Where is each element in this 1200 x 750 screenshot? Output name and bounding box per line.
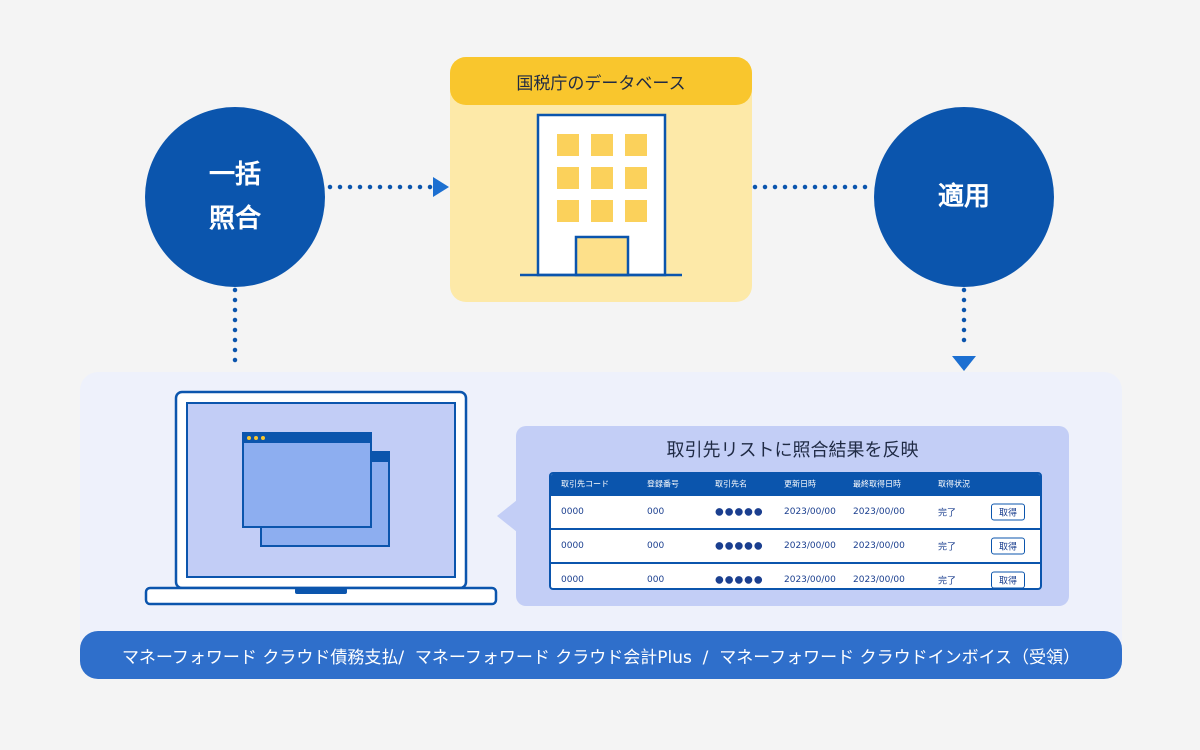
bulk-match-line1: 一括 xyxy=(208,160,261,190)
fetch-button[interactable]: 取得 xyxy=(991,571,1025,588)
col-header-updated: 更新日時 xyxy=(784,479,816,489)
table-row: 0000 000 ●●●●● 2023/00/00 2023/00/00 完了 … xyxy=(551,562,1040,588)
cell-reg: 000 xyxy=(647,575,665,585)
building-icon xyxy=(520,113,682,277)
cell-code: 0000 xyxy=(561,541,584,551)
col-header-status: 取得状況 xyxy=(938,479,970,489)
cell-name: ●●●●● xyxy=(715,506,764,518)
cell-name: ●●●●● xyxy=(715,574,764,586)
table-row: 0000 000 ●●●●● 2023/00/00 2023/00/00 完了 … xyxy=(551,494,1040,528)
database-title: 国税庁のデータベース xyxy=(450,57,752,105)
fetch-button[interactable]: 取得 xyxy=(991,537,1025,555)
col-header-name: 取引先名 xyxy=(715,479,747,489)
bulk-match-line2: 照合 xyxy=(208,204,261,234)
apply-label: 適用 xyxy=(937,182,990,212)
cell-name: ●●●●● xyxy=(715,540,764,552)
fetch-button[interactable]: 取得 xyxy=(991,503,1025,521)
partner-list-table: 取引先コード 登録番号 取引先名 更新日時 最終取得日時 取得状況 0000 0… xyxy=(549,472,1042,590)
arrowhead-down-icon xyxy=(952,356,976,371)
callout-pointer xyxy=(497,500,517,532)
table-header: 取引先コード 登録番号 取引先名 更新日時 最終取得日時 取得状況 xyxy=(551,474,1040,494)
cell-updated: 2023/00/00 xyxy=(784,507,836,517)
cell-reg: 000 xyxy=(647,541,665,551)
table-row: 0000 000 ●●●●● 2023/00/00 2023/00/00 完了 … xyxy=(551,528,1040,562)
callout-title: 取引先リストに照合結果を反映 xyxy=(666,440,919,461)
cell-last: 2023/00/00 xyxy=(853,507,905,517)
apply-node: 適用 xyxy=(874,107,1054,287)
col-header-reg: 登録番号 xyxy=(647,479,679,489)
bulk-match-node: 一括 照合 xyxy=(145,107,325,287)
cell-reg: 000 xyxy=(647,507,665,517)
cell-updated: 2023/00/00 xyxy=(784,575,836,585)
cell-last: 2023/00/00 xyxy=(853,541,905,551)
cell-status: 完了 xyxy=(938,508,957,519)
col-header-last: 最終取得日時 xyxy=(853,479,901,489)
cell-code: 0000 xyxy=(561,507,584,517)
laptop-icon xyxy=(144,390,498,606)
cell-status: 完了 xyxy=(938,542,957,553)
col-header-code: 取引先コード xyxy=(561,479,609,489)
cell-code: 0000 xyxy=(561,575,584,585)
arrowhead-right-icon xyxy=(433,177,449,197)
cell-updated: 2023/00/00 xyxy=(784,541,836,551)
product-list-bar: マネーフォワード クラウド債務支払/ マネーフォワード クラウド会計Plus /… xyxy=(80,631,1122,679)
cell-last: 2023/00/00 xyxy=(853,575,905,585)
cell-status: 完了 xyxy=(938,576,957,587)
